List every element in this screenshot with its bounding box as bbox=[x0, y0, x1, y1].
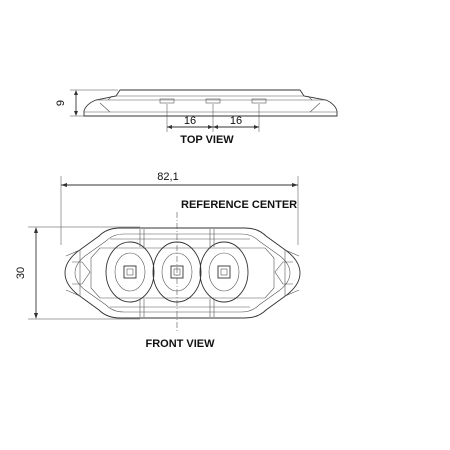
front-view: 82,1 30 bbox=[15, 171, 301, 350]
front-view-label: FRONT VIEW bbox=[145, 338, 215, 350]
height-dimension: 9 bbox=[55, 100, 67, 106]
overall-width-dimension: 82,1 bbox=[157, 171, 178, 183]
overall-height-dimension: 30 bbox=[15, 267, 27, 279]
top-view: 9 16 16 TOP VIEW bbox=[55, 89, 338, 146]
spacing-right-dimension: 16 bbox=[230, 115, 242, 127]
top-view-outline bbox=[83, 89, 338, 117]
front-view-outline bbox=[64, 227, 301, 319]
spacing-left-dimension: 16 bbox=[184, 115, 196, 127]
top-view-label: TOP VIEW bbox=[180, 134, 234, 146]
led-lens-left bbox=[105, 241, 155, 303]
led-lens-right bbox=[199, 241, 249, 303]
reference-center-label: REFERENCE CENTER bbox=[181, 199, 297, 211]
